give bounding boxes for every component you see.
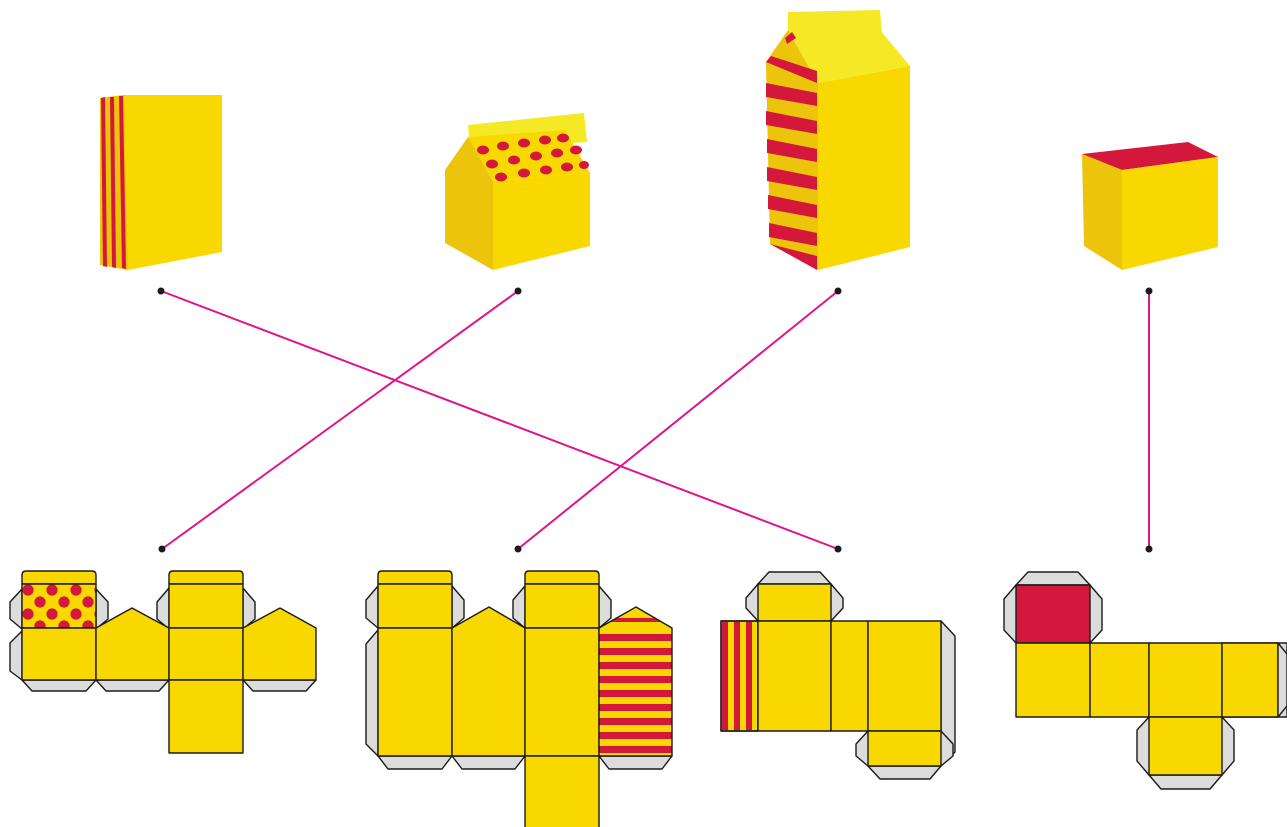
cereal-box-net[interactable] [720,571,956,780]
tall-carton[interactable] [766,10,910,270]
connector-lines [157,287,1153,553]
anchor-dot-cereal-box-net[interactable] [834,545,842,553]
anchor-dot-cube-box[interactable] [1145,287,1153,295]
vertical-stripe-pattern [722,622,752,730]
anchor-dot-tall-carton[interactable] [834,287,842,295]
match-line-cereal-box [160,290,839,550]
striped-carton-net[interactable] [365,570,673,827]
stripe [101,97,107,267]
anchor-dot-cereal-box[interactable] [157,287,165,295]
anchor-dot-small-carton[interactable] [514,287,522,295]
small-carton[interactable] [445,113,590,270]
cube-net[interactable] [1003,571,1287,790]
cube-box[interactable] [1082,142,1218,270]
dot-pattern [477,133,589,182]
dotted-carton-net[interactable] [9,570,317,754]
match-line-tall-carton [517,290,839,550]
horizontal-stripe-pattern [599,607,672,756]
stripe [110,97,116,268]
cereal-box[interactable] [100,95,222,270]
match-line-small-carton [161,290,519,550]
anchor-dot-striped-carton-net[interactable] [514,545,522,553]
anchor-dot-dotted-carton-net[interactable] [158,545,166,553]
stripe [119,96,126,269]
diagonal-stripe-pattern [766,32,817,270]
anchor-dot-cube-net[interactable] [1145,545,1153,553]
